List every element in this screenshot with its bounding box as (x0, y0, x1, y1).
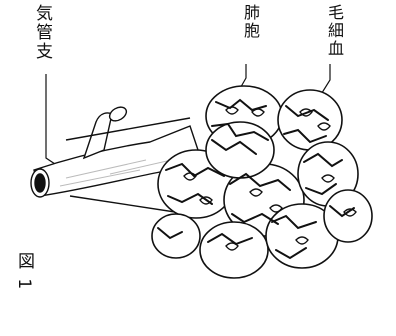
figure-label: 図 1 (12, 252, 37, 291)
alveoli-label: 肺胞 (238, 4, 262, 40)
bronchi-leader-line (46, 74, 58, 166)
capillaries-label: 毛細血 (322, 4, 346, 58)
bronchi-label: 気管支 (30, 4, 55, 61)
